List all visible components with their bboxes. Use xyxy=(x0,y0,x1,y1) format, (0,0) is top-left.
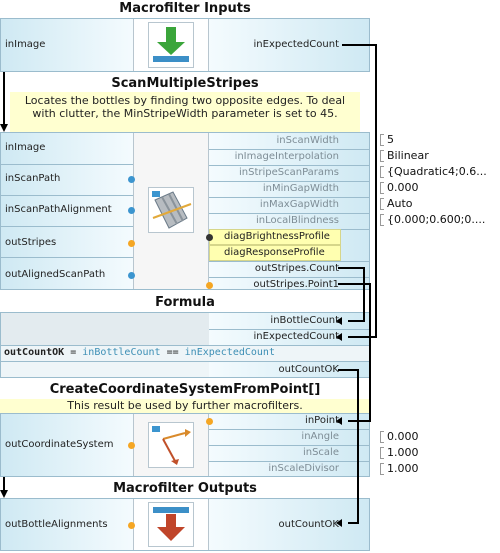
scan-diag-brightness-dot[interactable] xyxy=(206,234,213,241)
coord-title: CreateCoordinateSystemFromPoint[] xyxy=(49,382,321,397)
macro-inputs-inimage-port[interactable]: inImage xyxy=(5,39,46,50)
green-down-arrow-icon xyxy=(148,22,194,68)
scan-out-stripes-point1[interactable]: outStripes.Point1 xyxy=(253,279,339,290)
coord-inpoint-dot[interactable] xyxy=(206,418,213,425)
formula-title: Formula xyxy=(155,295,215,310)
scan-value-inscanwidth[interactable]: 5 xyxy=(387,133,394,146)
scan-param-instripescanparams[interactable]: inStripeScanParams xyxy=(239,167,339,178)
scan-out-stripes-count[interactable]: outStripes.Count xyxy=(254,263,339,274)
scan-param-inmingapwidth[interactable]: inMinGapWidth xyxy=(262,183,339,194)
macro-inputs-block[interactable]: inImage inExpectedCount xyxy=(0,18,370,72)
scan-note: Locates the bottles by finding two oppos… xyxy=(10,92,360,132)
scan-value-inmaxgapwidth[interactable]: Auto xyxy=(387,197,413,210)
scan-input-inscanpathalignment[interactable]: inScanPathAlignment xyxy=(5,204,112,215)
formula-expression[interactable]: outCountOK = inBottleCount == inExpected… xyxy=(4,347,275,358)
scan-output-outalignedscanpath[interactable]: outAlignedScanPath xyxy=(5,269,106,280)
formula-output-outcountok[interactable]: outCountOK xyxy=(278,364,339,375)
scan-input-inscanpath[interactable]: inScanPath xyxy=(5,173,61,184)
macro-outputs-left-dot[interactable] xyxy=(128,522,135,529)
red-down-arrow-icon xyxy=(148,502,194,547)
scan-param-inlocalblindness[interactable]: inLocalBlindness xyxy=(255,215,339,226)
scan-param-inmaxgapwidth[interactable]: inMaxGapWidth xyxy=(259,199,339,210)
scan-inscanpathalignment-dot[interactable] xyxy=(128,207,135,214)
coord-input-inpoint[interactable]: inPoint xyxy=(305,415,339,426)
formula-input-inbottlecount[interactable]: inBottleCount xyxy=(270,315,339,326)
scan-inscanpath-dot[interactable] xyxy=(128,176,135,183)
scan-block[interactable]: inImage inScanPath inScanPathAlignment o… xyxy=(0,132,370,290)
scan-diag-response[interactable]: diagResponseProfile xyxy=(209,245,341,261)
coord-note: This result be used by further macrofilt… xyxy=(0,399,370,413)
macro-outputs-title: Macrofilter Outputs xyxy=(113,481,257,496)
scan-value-instripescanparams[interactable]: {Quadratic4;0.6... xyxy=(387,165,487,178)
scan-value-inmingapwidth[interactable]: 0.000 xyxy=(387,181,419,194)
coord-output-outcoordinatesystem[interactable]: outCoordinateSystem xyxy=(5,439,114,450)
scan-output-outstripes[interactable]: outStripes xyxy=(5,237,57,248)
macro-outputs-block[interactable]: outBottleAlignments outCountOK xyxy=(0,498,370,551)
scan-outalignedscanpath-dot[interactable] xyxy=(128,272,135,279)
coord-value-inscaledivisor[interactable]: 1.000 xyxy=(387,462,419,475)
coord-block[interactable]: inPoint inAngle inScale inScaleDivisor o… xyxy=(0,413,370,477)
coord-param-inscale[interactable]: inScale xyxy=(302,447,339,458)
formula-block[interactable]: inBottleCount inExpectedCount outCountOK… xyxy=(0,312,370,378)
coordinate-system-icon xyxy=(148,422,194,468)
scan-title: ScanMultipleStripes xyxy=(111,76,259,91)
scan-outstripes-dot[interactable] xyxy=(128,240,135,247)
scan-out-stripes-point1-dot[interactable] xyxy=(206,282,213,289)
macro-inputs-title: Macrofilter Inputs xyxy=(119,1,251,16)
coord-param-inangle[interactable]: inAngle xyxy=(301,431,339,442)
scan-param-inimageinterpolation[interactable]: inImageInterpolation xyxy=(234,151,339,162)
coord-value-inangle[interactable]: 0.000 xyxy=(387,430,419,443)
coord-param-inscaledivisor[interactable]: inScaleDivisor xyxy=(268,463,339,474)
macro-inputs-inexpectedcount-port[interactable]: inExpectedCount xyxy=(253,39,339,50)
macro-outputs-outbottlealignments-port[interactable]: outBottleAlignments xyxy=(5,519,108,530)
coord-value-inscale[interactable]: 1.000 xyxy=(387,446,419,459)
scan-diag-brightness[interactable]: diagBrightnessProfile xyxy=(209,229,341,245)
scan-stripes-icon xyxy=(148,187,194,233)
scan-value-inlocalblindness[interactable]: {0.000;0.600;0.... xyxy=(387,213,486,226)
scan-value-inimageinterpolation[interactable]: Bilinear xyxy=(387,149,429,162)
macro-outputs-outcountok-port[interactable]: outCountOK xyxy=(278,519,339,530)
coord-output-dot[interactable] xyxy=(128,442,135,449)
scan-input-inimage[interactable]: inImage xyxy=(5,142,46,153)
scan-param-inscanwidth[interactable]: inScanWidth xyxy=(276,135,339,146)
formula-input-inexpectedcount[interactable]: inExpectedCount xyxy=(253,331,339,342)
